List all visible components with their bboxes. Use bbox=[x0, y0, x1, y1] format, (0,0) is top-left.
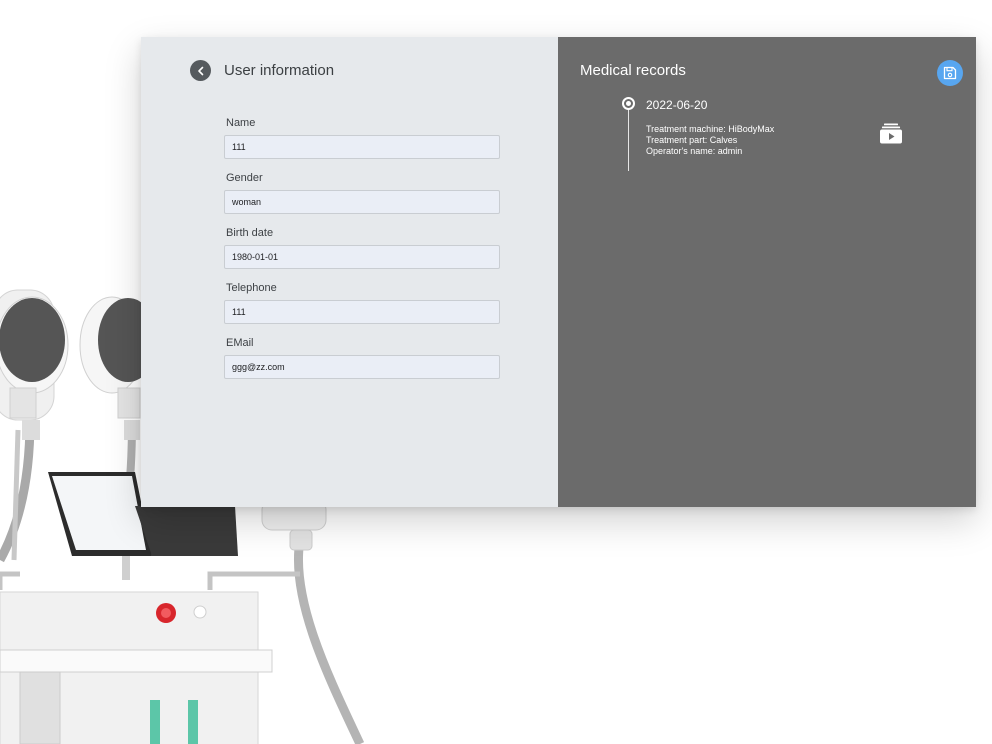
applicator-left bbox=[0, 289, 69, 440]
record-operator: Operator's name: admin bbox=[646, 146, 743, 156]
play-video-icon bbox=[880, 123, 902, 144]
email-label: EMail bbox=[226, 337, 254, 349]
email-field-group: EMail bbox=[224, 337, 500, 379]
app-window: User information Name Gender Birth date … bbox=[141, 37, 976, 507]
timeline-line bbox=[628, 105, 629, 171]
name-label: Name bbox=[226, 117, 256, 129]
play-record-button[interactable] bbox=[879, 123, 903, 145]
birth-date-label: Birth date bbox=[226, 227, 274, 239]
email-input[interactable] bbox=[224, 355, 500, 379]
gender-label: Gender bbox=[226, 172, 263, 184]
birth-date-field-group: Birth date bbox=[224, 227, 500, 269]
gender-input[interactable] bbox=[224, 190, 500, 214]
page-title: User information bbox=[224, 62, 335, 79]
save-button[interactable] bbox=[937, 60, 963, 86]
birth-date-input[interactable] bbox=[224, 245, 500, 269]
user-info-panel: User information Name Gender Birth date … bbox=[141, 37, 558, 507]
device-screen bbox=[48, 472, 238, 580]
timeline-dot-icon bbox=[622, 97, 635, 110]
telephone-input[interactable] bbox=[224, 300, 500, 324]
telephone-field-group: Telephone bbox=[224, 282, 500, 324]
device-body bbox=[0, 591, 273, 744]
name-input[interactable] bbox=[224, 135, 500, 159]
record-machine: Treatment machine: HiBodyMax bbox=[646, 124, 775, 134]
telephone-label: Telephone bbox=[226, 282, 277, 294]
back-arrow-icon bbox=[197, 66, 203, 75]
medical-records-panel: Medical records 2022-06-20 Treatment mac… bbox=[558, 37, 976, 507]
gender-field-group: Gender bbox=[224, 172, 500, 214]
name-field-group: Name bbox=[224, 117, 500, 159]
record-date: 2022-06-20 bbox=[646, 98, 708, 112]
records-title: Medical records bbox=[580, 62, 686, 79]
record-part: Treatment part: Calves bbox=[646, 135, 738, 145]
save-icon bbox=[943, 66, 957, 80]
back-button[interactable] bbox=[190, 60, 211, 81]
